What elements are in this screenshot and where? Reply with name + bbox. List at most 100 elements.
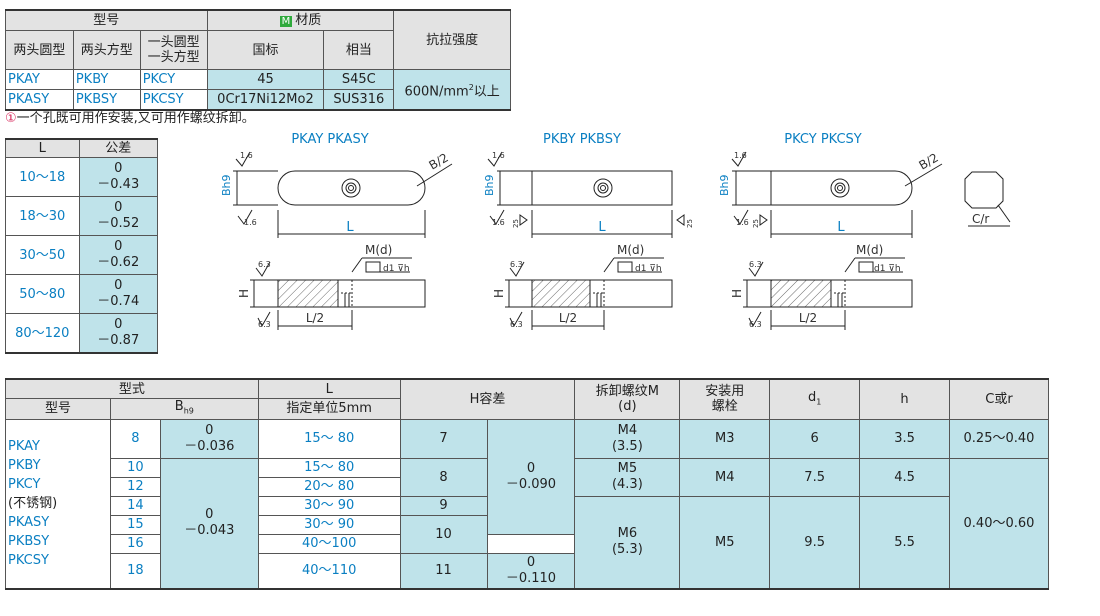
roughness-label: 1.6 xyxy=(734,151,747,160)
d1-label: d1 ⊽h xyxy=(635,264,662,274)
roughness-label: 6.3 xyxy=(749,260,762,269)
header-d1: d1 xyxy=(769,378,861,420)
h-depth-value: 3.5 xyxy=(859,418,950,459)
cross-section xyxy=(964,171,1011,227)
roughness-label: 1.6 xyxy=(492,151,505,160)
roughness-label: 25 xyxy=(686,219,694,228)
h-depth-value: 5.5 xyxy=(859,495,950,590)
header-bolt: 安装用螺栓 xyxy=(679,378,771,420)
l-half-label: L/2 xyxy=(799,311,817,325)
model-link[interactable]: PKCY xyxy=(139,69,208,90)
l-range: 40～100 xyxy=(257,533,401,554)
l-range: 15～ 80 xyxy=(257,457,401,478)
header-equiv: 相当 xyxy=(323,30,395,70)
header-b-h9: Bh9 xyxy=(109,398,259,420)
header-screw: 拆卸螺纹M(d) xyxy=(574,378,681,420)
model-link[interactable]: PKBY xyxy=(8,458,41,474)
h-value: 7 xyxy=(399,418,488,459)
b-half-label: B/2 xyxy=(427,151,451,173)
drawing-title-b: PKBY PKBSY xyxy=(543,132,621,147)
m-d-label: M(d) xyxy=(365,243,392,257)
bolt-size: M4 xyxy=(679,457,771,497)
model-link[interactable]: PKCY xyxy=(8,477,41,493)
note: ①一个孔既可用作安装,又可用作螺纹拆卸。 xyxy=(5,107,255,126)
l-range: 40～110 xyxy=(257,552,401,590)
header-both-square: 两头方型 xyxy=(72,30,141,70)
l-label: L xyxy=(837,220,845,235)
model-note: (不锈钢) xyxy=(8,496,58,512)
l-label: L xyxy=(346,220,354,235)
model-link[interactable]: PKBSY xyxy=(8,534,50,550)
tensile-value: 600N/mm2以上 xyxy=(393,69,511,111)
c-r-value: 0.25～0.40 xyxy=(948,418,1050,459)
header-c-r: C或r xyxy=(948,378,1050,420)
b-value: 10 xyxy=(109,457,161,478)
header-model: 型号 xyxy=(5,9,208,31)
header-l: L xyxy=(5,138,80,158)
material-equiv: SUS316 xyxy=(323,89,395,111)
h-depth-value: 4.5 xyxy=(859,457,950,497)
l-range: 30～ 90 xyxy=(257,495,401,516)
b-value: 15 xyxy=(109,514,161,535)
model-link[interactable]: PKBSY xyxy=(72,89,141,111)
h-value: 10 xyxy=(399,514,488,554)
spec-table: 型式 L H容差 拆卸螺纹M(d) 安装用螺栓 d1 h C或r 型号 Bh9 … xyxy=(5,378,1050,590)
b-value: 8 xyxy=(109,418,161,459)
material-equiv: S45C xyxy=(323,69,395,90)
roughness-label: 6.3 xyxy=(510,320,523,329)
d1-label: d1 ⊽h xyxy=(383,264,410,274)
header-tolerance: 公差 xyxy=(78,138,158,158)
model-link[interactable]: PKAY xyxy=(8,439,40,455)
h-tolerance: 0－0.110 xyxy=(486,552,576,590)
material-mark-icon: M xyxy=(279,15,293,27)
roughness-label: 1.6 xyxy=(492,218,505,227)
l-range: 18～30 xyxy=(5,196,80,236)
model-link[interactable]: PKASY xyxy=(8,515,50,531)
m-d-label: M(d) xyxy=(856,243,883,257)
header-model: 型号 xyxy=(5,398,111,420)
roughness-label: 6.3 xyxy=(258,260,271,269)
h-value: 9 xyxy=(399,495,488,516)
note-text: 一个孔既可用作安装,又可用作螺纹拆卸。 xyxy=(16,111,255,126)
header-form: 型式 xyxy=(5,378,259,399)
drawing-pkby xyxy=(487,151,685,330)
b-half-label: B/2 xyxy=(917,151,941,173)
screw-size: M4(3.5) xyxy=(574,418,681,459)
l-tolerance-value: 0－0.52 xyxy=(78,196,158,236)
b-value: 12 xyxy=(109,476,161,497)
material-gb: 45 xyxy=(206,69,325,90)
d1-value: 7.5 xyxy=(769,457,861,497)
header-l: L xyxy=(257,378,401,399)
l-range: 30～ 90 xyxy=(257,514,401,535)
roughness-label: 25 xyxy=(752,219,760,228)
drawing-pkay xyxy=(233,151,453,330)
model-link[interactable]: PKBY xyxy=(72,69,141,90)
model-list: PKAY PKBY PKCY (不锈钢) PKASY PKBSY PKCSY xyxy=(5,418,111,590)
model-link[interactable]: PKAY xyxy=(5,69,74,90)
b-value: 14 xyxy=(109,495,161,516)
drawing-title-a: PKAY PKASY xyxy=(291,132,368,147)
roughness-label: 6.3 xyxy=(258,320,271,329)
b-h9-label: Bh9 xyxy=(718,174,731,196)
model-link[interactable]: PKCSY xyxy=(8,553,49,569)
m-d-label: M(d) xyxy=(617,243,644,257)
roughness-label: 6.3 xyxy=(510,260,523,269)
l-tolerance-value: 0－0.43 xyxy=(78,157,158,197)
model-link[interactable]: PKASY xyxy=(5,89,74,111)
model-link[interactable]: PKCSY xyxy=(139,89,208,111)
l-tolerance-value: 0－0.74 xyxy=(78,274,158,314)
d1-value: 6 xyxy=(769,418,861,459)
note-mark-icon: ① xyxy=(5,111,17,126)
drawing-title-c: PKCY PKCSY xyxy=(784,132,862,147)
header-h: h xyxy=(859,378,950,420)
b-tolerance: 0－0.043 xyxy=(159,457,259,590)
l-range: 50～80 xyxy=(5,274,80,314)
header-gb: 国标 xyxy=(206,30,325,70)
l-half-label: L/2 xyxy=(306,311,324,325)
l-range: 20～ 80 xyxy=(257,476,401,497)
b-value: 16 xyxy=(109,533,161,554)
h-label: H xyxy=(492,289,506,298)
l-range: 15～ 80 xyxy=(257,418,401,459)
header-both-round: 两头圆型 xyxy=(5,30,74,70)
